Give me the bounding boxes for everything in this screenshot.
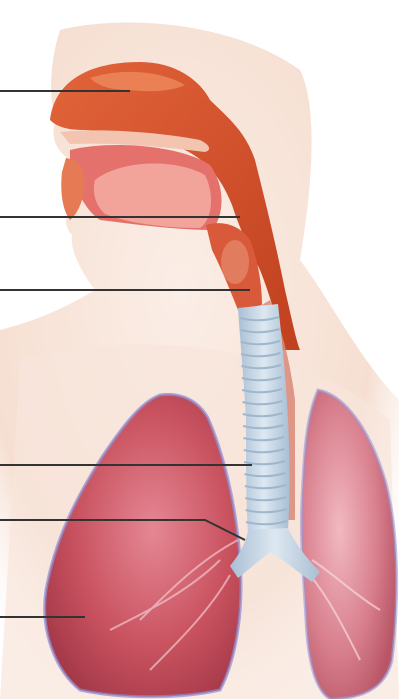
epiglottis: [221, 240, 249, 284]
